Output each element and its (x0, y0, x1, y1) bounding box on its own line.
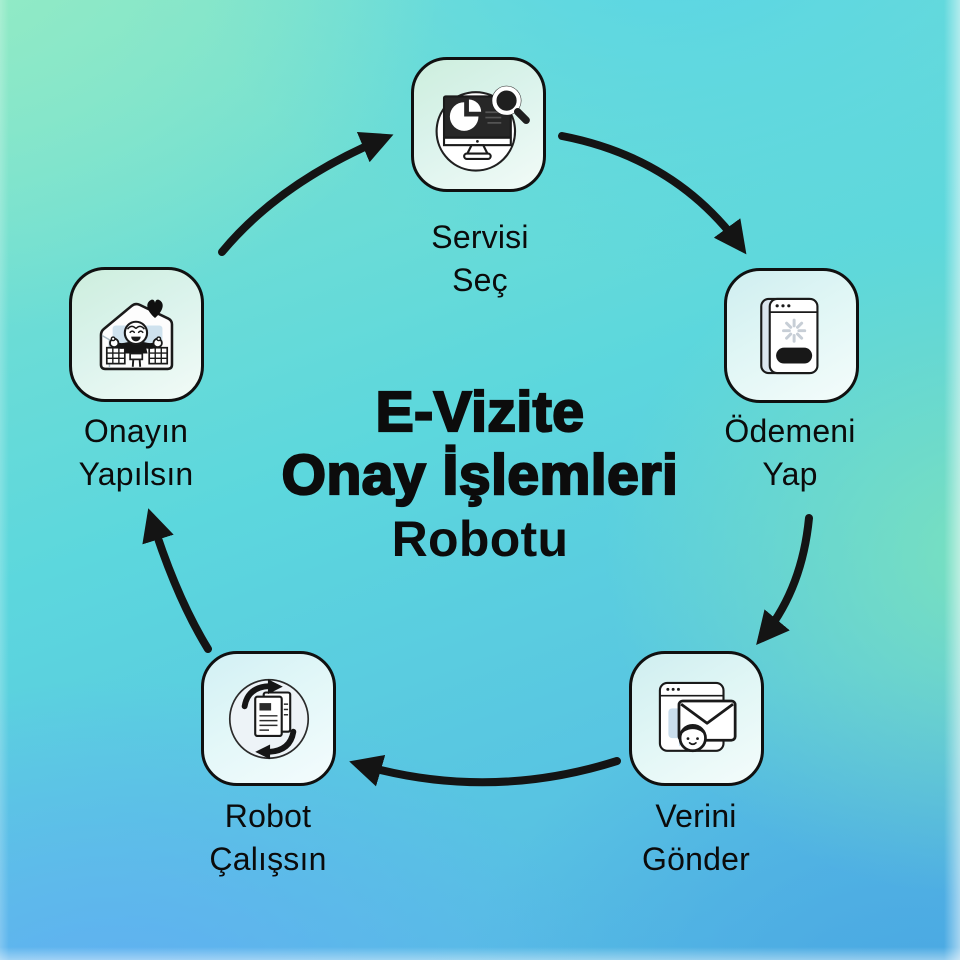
step-label-line: Seç (452, 262, 508, 298)
step-label-robot-calissin: Robot Çalışsın (138, 795, 398, 881)
title-line-3: Robotu (391, 511, 569, 567)
title-line-1: E-Vizite (374, 379, 585, 444)
step-label-line: Çalışsın (209, 841, 327, 877)
step-label-line: Gönder (642, 841, 750, 877)
step-tile-verini-gonder (629, 651, 764, 786)
step-label-line: Verini (655, 798, 737, 834)
browser-envelope-avatar-icon (658, 681, 737, 752)
browser-loading-pay-button-icon (759, 297, 818, 374)
step-label-line: Robot (224, 798, 312, 834)
title-line-2: Onay İşlemleri (280, 442, 679, 507)
diagram-title: E-Vizite Onay İşlemleri Robotu (0, 379, 960, 568)
step-tile-robot-calissin (201, 651, 336, 786)
step-label-verini-gonder: Verini Gönder (566, 795, 826, 881)
step-label-line: Servisi (431, 219, 529, 255)
step-label-servisi-sec: Servisi Seç (350, 216, 610, 302)
document-sync-arrows-icon (228, 678, 309, 759)
monitor-pie-chart-magnifier-icon (435, 85, 530, 172)
house-person-heart-icon (99, 299, 173, 370)
step-tile-servisi-sec (411, 57, 546, 192)
arrow-data-to-robot (349, 754, 621, 787)
